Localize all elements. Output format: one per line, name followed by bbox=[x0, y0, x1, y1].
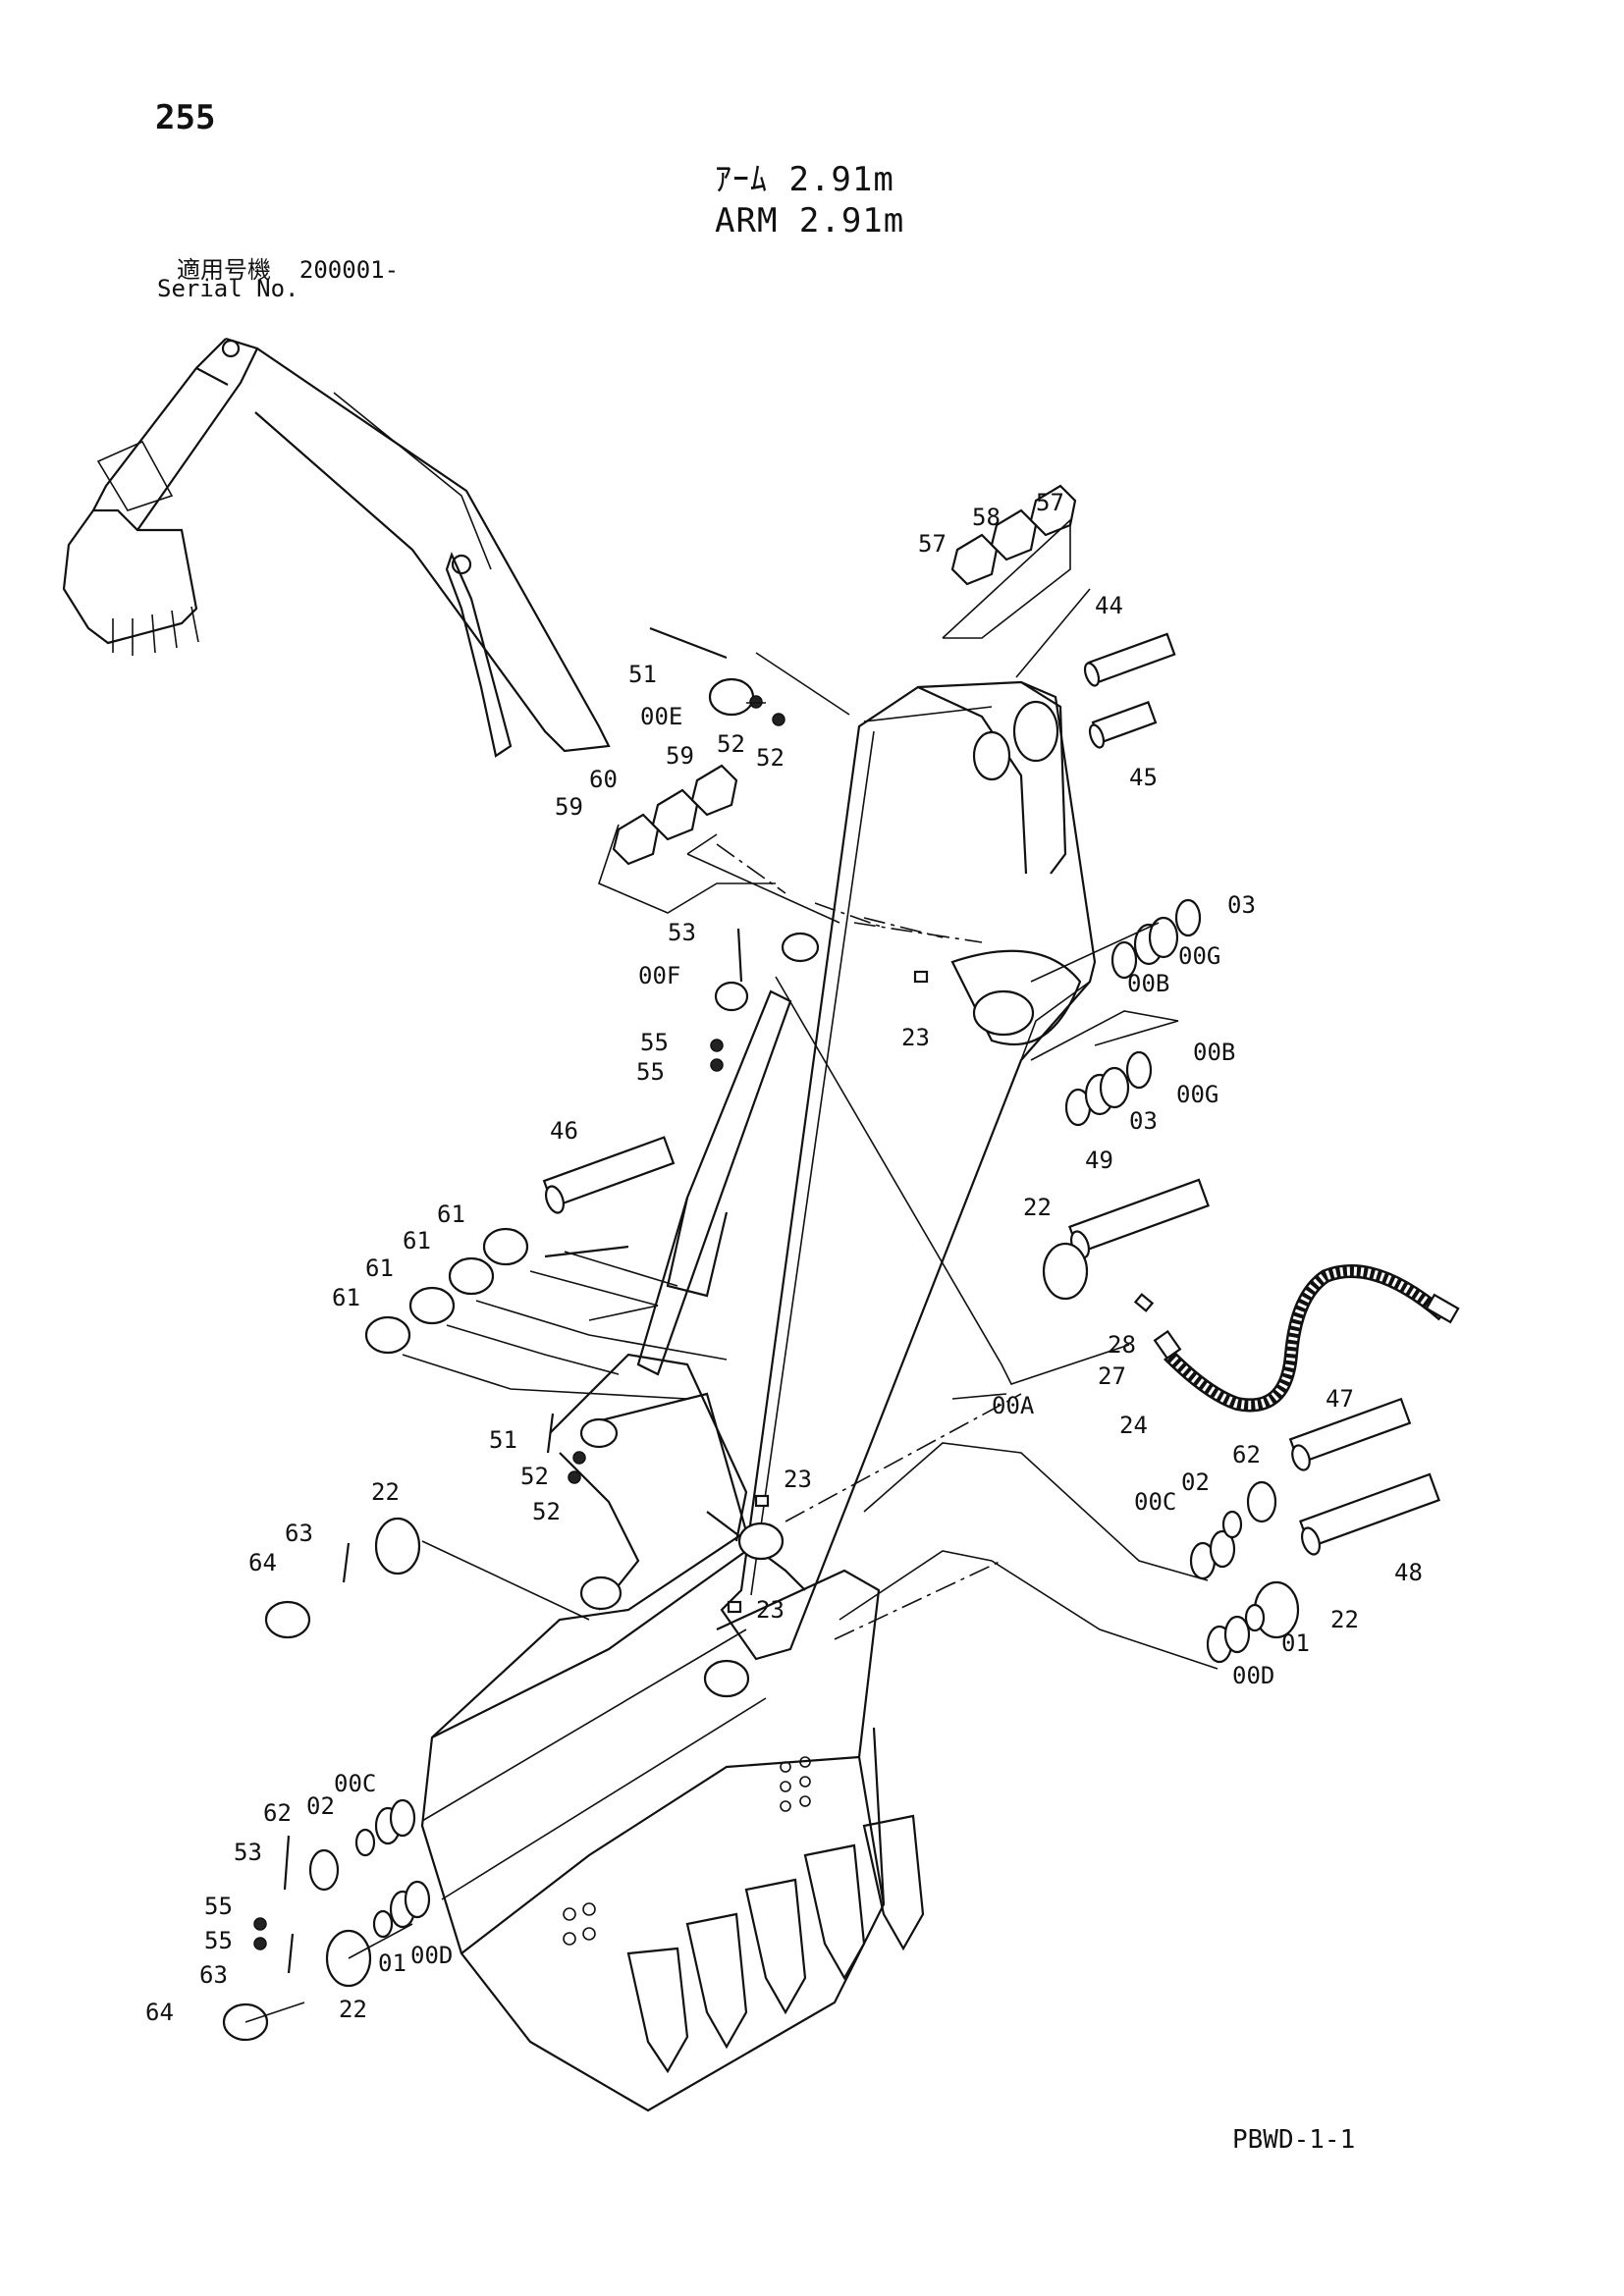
callout-61: 61 bbox=[437, 1201, 465, 1228]
callout-00g: 00G bbox=[1178, 942, 1220, 970]
callout-61: 61 bbox=[403, 1227, 431, 1255]
callout-53: 53 bbox=[668, 919, 696, 946]
callout-63: 63 bbox=[285, 1520, 313, 1547]
callout-00c: 00C bbox=[1134, 1488, 1176, 1516]
bolts-and-nuts bbox=[253, 626, 929, 1974]
callout-23: 23 bbox=[784, 1466, 812, 1493]
callout-52: 52 bbox=[532, 1498, 561, 1525]
serial-label-english: Serial No. bbox=[157, 275, 299, 302]
callout-61: 61 bbox=[365, 1255, 394, 1282]
callout-44: 44 bbox=[1095, 592, 1123, 619]
callout-53: 53 bbox=[234, 1839, 262, 1866]
hydraulic-hose bbox=[1133, 1264, 1460, 1413]
callout-52: 52 bbox=[756, 744, 785, 772]
callout-52: 52 bbox=[520, 1463, 549, 1490]
callout-47: 47 bbox=[1326, 1385, 1354, 1413]
pin-45 bbox=[1088, 700, 1158, 749]
callout-27: 27 bbox=[1098, 1362, 1126, 1390]
bushings-and-seals bbox=[222, 677, 1266, 2042]
pin-44 bbox=[1083, 632, 1176, 687]
part-callouts: 57 58 57 44 45 51 00E 52 52 59 60 59 03 … bbox=[145, 489, 1423, 2026]
callout-62: 62 bbox=[1232, 1441, 1261, 1468]
callout-63: 63 bbox=[199, 1961, 228, 1989]
bucket-illustration bbox=[420, 1353, 925, 2112]
machine-inset-illustration bbox=[62, 337, 611, 758]
callout-00a: 00A bbox=[992, 1392, 1035, 1419]
page-number: 255 bbox=[155, 98, 216, 137]
serial-label-japanese: 適用号機 200001- bbox=[177, 250, 399, 285]
callout-55: 55 bbox=[636, 1058, 665, 1086]
callout-23: 23 bbox=[901, 1024, 930, 1051]
callout-00b: 00B bbox=[1127, 970, 1169, 997]
callout-62: 62 bbox=[263, 1799, 292, 1827]
callout-01: 01 bbox=[1281, 1629, 1310, 1657]
callout-46: 46 bbox=[550, 1117, 578, 1145]
callout-59: 59 bbox=[666, 742, 694, 770]
callout-01: 01 bbox=[378, 1949, 406, 1977]
callout-00d: 00D bbox=[1232, 1662, 1274, 1689]
callout-00b: 00B bbox=[1193, 1039, 1235, 1066]
bucket-teeth bbox=[626, 1814, 925, 2074]
pin-48 bbox=[1299, 1472, 1440, 1556]
serial-value: 200001- bbox=[298, 256, 400, 284]
callout-23: 23 bbox=[756, 1596, 785, 1624]
callout-55: 55 bbox=[640, 1029, 669, 1056]
callout-57: 57 bbox=[1036, 489, 1064, 516]
pins bbox=[542, 632, 1440, 1556]
callout-22: 22 bbox=[371, 1478, 400, 1506]
title-japanese: ｱｰﾑ 2.91m bbox=[715, 160, 894, 199]
callout-00c: 00C bbox=[334, 1770, 376, 1797]
callout-64: 64 bbox=[248, 1549, 277, 1576]
callout-52: 52 bbox=[717, 730, 745, 758]
callout-28: 28 bbox=[1108, 1331, 1136, 1359]
callout-64: 64 bbox=[145, 1999, 174, 2026]
bucket-bolt-holes bbox=[563, 1756, 811, 1946]
callout-61: 61 bbox=[332, 1284, 360, 1311]
callout-51: 51 bbox=[628, 661, 657, 688]
callout-59: 59 bbox=[555, 793, 583, 821]
serial-label-jp: 適用号機 bbox=[177, 256, 271, 284]
document-code: PBWD-1-1 bbox=[1232, 2125, 1356, 2155]
pin-46 bbox=[542, 1136, 676, 1214]
callout-00e: 00E bbox=[640, 703, 682, 730]
callout-22: 22 bbox=[1330, 1606, 1359, 1633]
callout-55: 55 bbox=[204, 1927, 233, 1954]
shims-and-washers bbox=[308, 484, 1300, 1988]
callout-02: 02 bbox=[1181, 1468, 1210, 1496]
arm-body bbox=[720, 680, 1097, 1661]
title-english: ARM 2.91m bbox=[715, 201, 905, 240]
callout-00g: 00G bbox=[1176, 1081, 1218, 1108]
pin-47 bbox=[1288, 1397, 1412, 1471]
callout-22: 22 bbox=[1023, 1194, 1052, 1221]
callout-45: 45 bbox=[1129, 764, 1158, 791]
callout-49: 49 bbox=[1085, 1147, 1113, 1174]
pin-49 bbox=[1068, 1178, 1210, 1259]
callout-00f: 00F bbox=[638, 962, 680, 989]
callout-24: 24 bbox=[1119, 1412, 1148, 1439]
callout-03: 03 bbox=[1129, 1107, 1158, 1135]
callout-51: 51 bbox=[489, 1426, 517, 1454]
callout-22: 22 bbox=[339, 1996, 367, 2023]
callout-60: 60 bbox=[589, 766, 618, 793]
callout-03: 03 bbox=[1227, 891, 1256, 919]
leader-lines bbox=[244, 518, 1218, 2023]
callout-00d: 00D bbox=[410, 1942, 453, 1969]
callout-02: 02 bbox=[306, 1792, 335, 1820]
callout-48: 48 bbox=[1394, 1559, 1423, 1586]
callout-58: 58 bbox=[972, 504, 1001, 531]
callout-57: 57 bbox=[918, 530, 947, 558]
callout-55: 55 bbox=[204, 1893, 233, 1920]
